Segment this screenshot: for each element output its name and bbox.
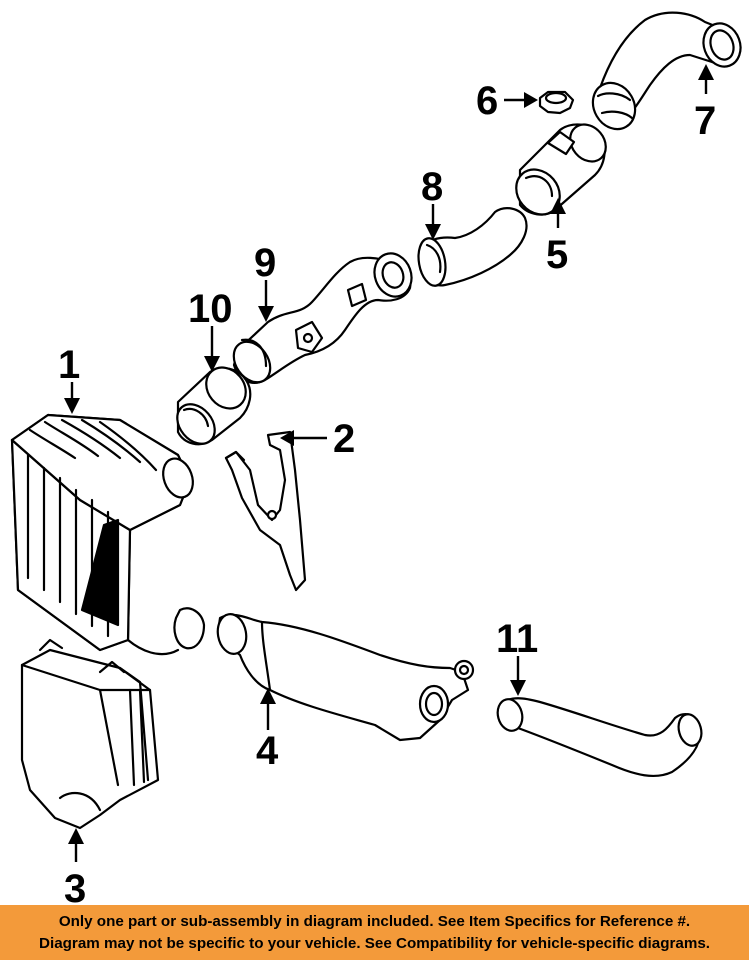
callout-3: 3: [64, 867, 86, 905]
part-7-upper-hose: [591, 11, 742, 131]
part-11-hose: [496, 697, 703, 778]
part-4-lower-duct: [216, 613, 475, 742]
callout-7: 7: [694, 99, 716, 143]
callout-11: 11: [496, 617, 538, 661]
callout-4: 4: [256, 729, 279, 773]
part-2-bracket: [224, 430, 307, 592]
callout-8: 8: [421, 165, 443, 209]
callout-1: 1: [58, 343, 80, 387]
disclaimer-banner: Only one part or sub-assembly in diagram…: [0, 905, 749, 960]
callout-5: 5: [546, 233, 568, 277]
part-3-air-duct: [20, 638, 160, 830]
parts-diagram: 1 2 3 4 5 6 7 8 9 10 11: [10, 11, 742, 905]
part-6-cap: [538, 90, 575, 115]
part-1-intercooler: [10, 413, 206, 656]
disclaimer-line-2: Diagram may not be specific to your vehi…: [39, 935, 710, 952]
callout-leaders: [64, 64, 714, 862]
callout-10: 10: [188, 287, 233, 331]
callout-6: 6: [476, 79, 498, 123]
callout-9: 9: [254, 241, 276, 285]
callout-2: 2: [333, 417, 355, 461]
part-8-hose: [417, 207, 528, 287]
disclaimer-line-1: Only one part or sub-assembly in diagram…: [58, 913, 691, 930]
part-10-coupling: [176, 366, 252, 446]
part-9-duct: [232, 252, 413, 384]
